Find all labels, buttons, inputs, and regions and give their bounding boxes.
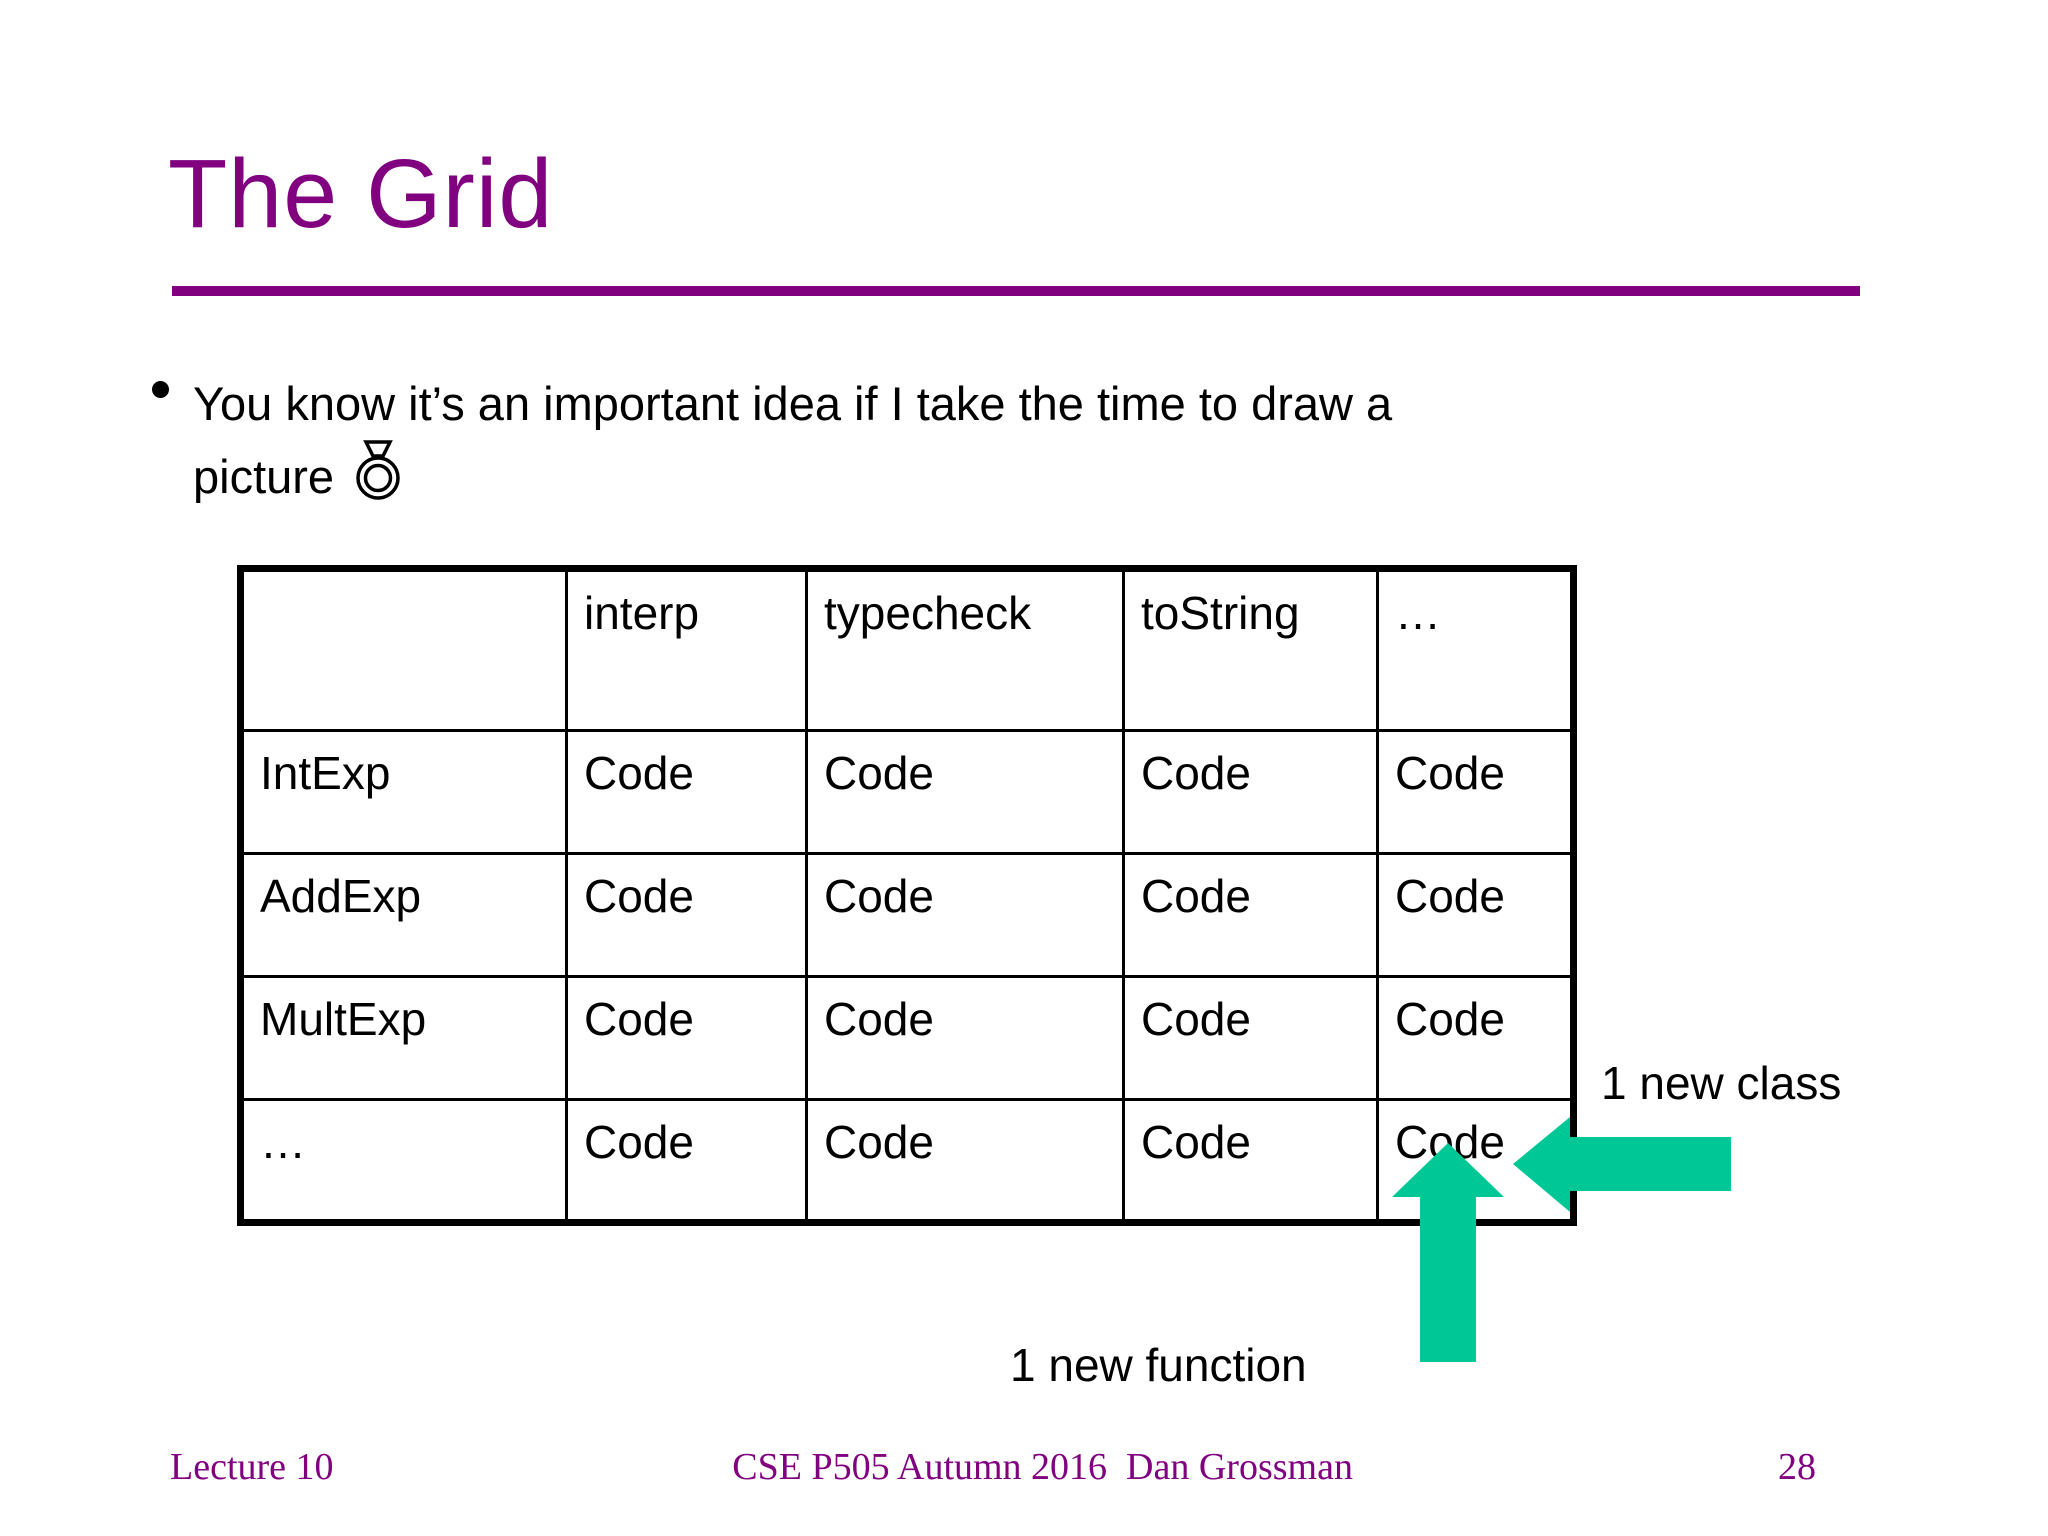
footer: Lecture 10 CSE P505 Autumn 2016 Dan Gros… <box>0 1445 2048 1505</box>
code-cell: Code <box>1122 852 1379 978</box>
code-cell: Code <box>1376 729 1575 855</box>
footer-lecture: Lecture 10 <box>170 1446 334 1488</box>
bullet-line-1: You know it’s an important idea if I tak… <box>193 377 1393 430</box>
ring-icon <box>354 439 402 522</box>
code-cell: Code <box>565 729 808 855</box>
row-label-cell: MultExp <box>239 975 568 1101</box>
table-header-cell <box>239 567 568 732</box>
title-underline <box>172 286 1860 296</box>
table-header-cell: … <box>1376 567 1575 732</box>
bullet-line-2-text: picture <box>193 450 335 503</box>
annotation-new-function: 1 new function <box>1010 1339 1307 1391</box>
code-cell: Code <box>1122 729 1379 855</box>
table-header-cell: interp <box>565 567 808 732</box>
table-header-cell: typecheck <box>805 567 1125 732</box>
code-cell: Code <box>1122 1098 1379 1224</box>
slide-title: The Grid <box>168 139 554 248</box>
bullet-line-2: picture <box>193 439 1392 522</box>
annotation-new-class: 1 new class <box>1601 1057 1842 1109</box>
code-cell: Code <box>565 975 808 1101</box>
code-cell: Code <box>805 975 1125 1101</box>
code-cell: Code <box>805 729 1125 855</box>
footer-page-number: 28 <box>1778 1446 1816 1488</box>
footer-course: CSE P505 Autumn 2016 Dan Grossman <box>732 1446 1353 1488</box>
bullet-icon <box>152 381 169 398</box>
bullet-text: You know it’s an important idea if I tak… <box>193 368 1392 522</box>
row-label-cell: AddExp <box>239 852 568 978</box>
code-cell: Code <box>1376 975 1575 1101</box>
left-arrow <box>1513 1117 1731 1212</box>
row-label-cell: … <box>239 1098 568 1224</box>
code-cell: Code <box>1376 852 1575 978</box>
table-header-cell: toString <box>1122 567 1379 732</box>
code-cell: Code <box>805 1098 1125 1224</box>
code-cell: Code <box>805 852 1125 978</box>
code-cell: Code <box>565 852 808 978</box>
code-cell: Code <box>565 1098 808 1224</box>
code-cell: Code <box>1122 975 1379 1101</box>
up-arrow <box>1392 1143 1504 1362</box>
row-label-cell: IntExp <box>239 729 568 855</box>
